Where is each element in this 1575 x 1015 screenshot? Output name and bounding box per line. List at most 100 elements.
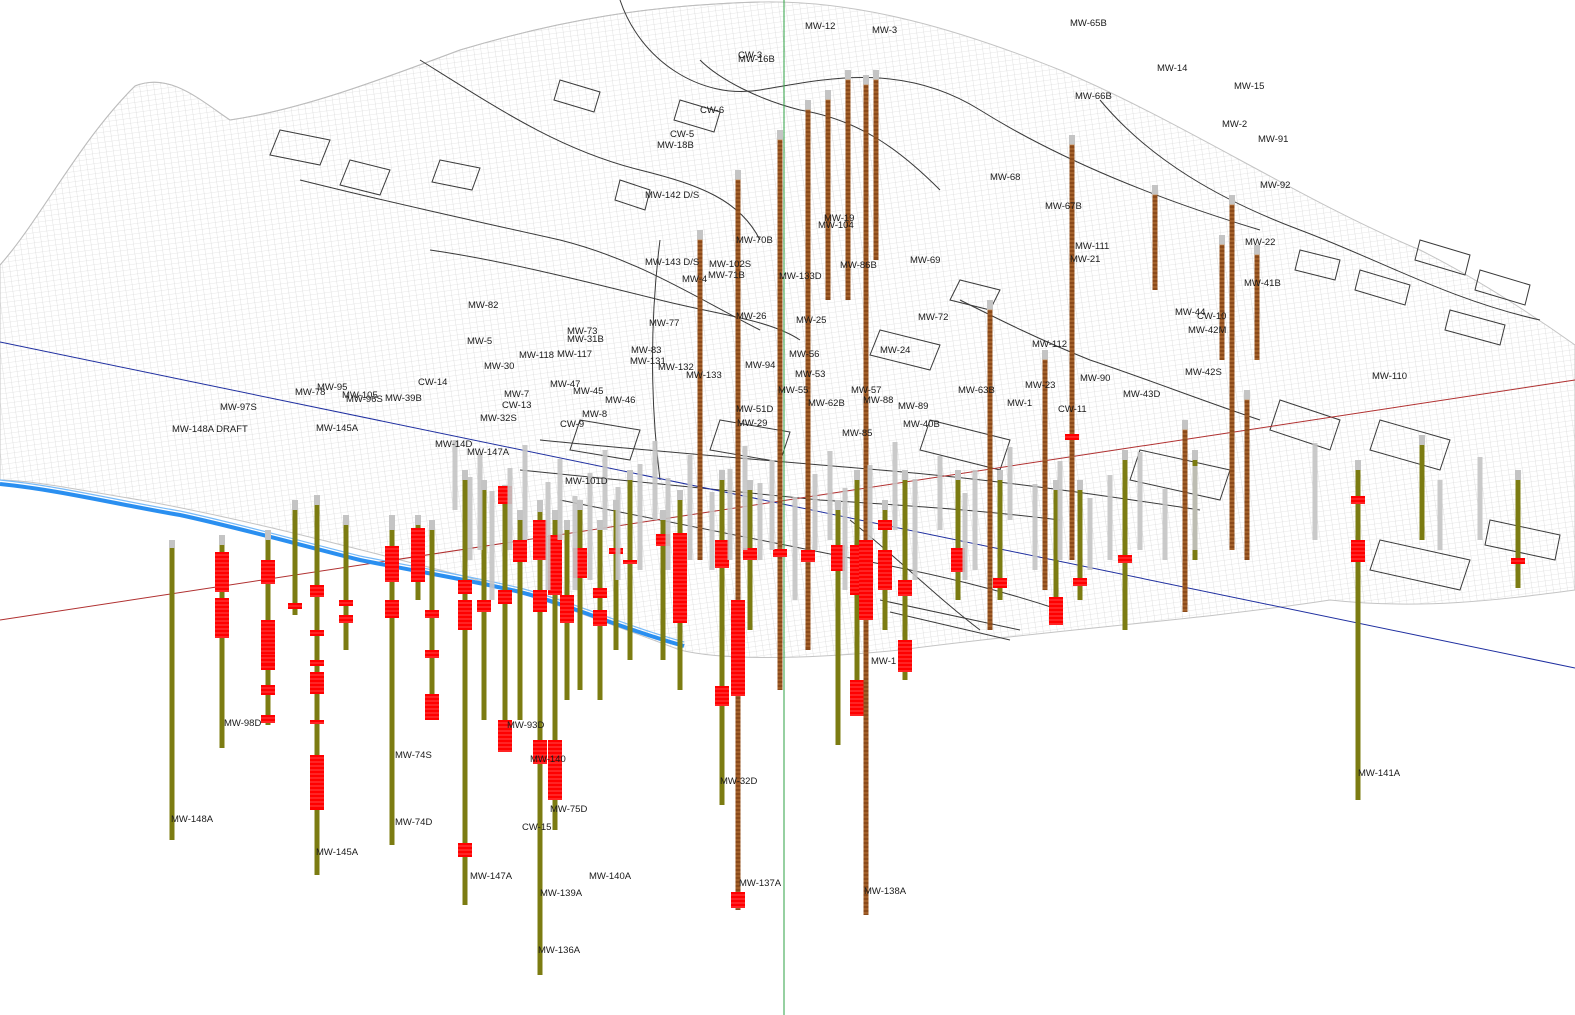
monitoring-well[interactable] [548,510,562,830]
monitoring-well[interactable] [623,470,637,660]
well-casing [1042,350,1048,360]
well-label: MW-21 [1070,254,1100,265]
monitoring-well[interactable] [1118,450,1132,630]
monitoring-well[interactable] [1254,245,1260,360]
well-shaft [777,140,783,690]
monitoring-well[interactable] [878,500,892,630]
monitoring-well[interactable] [697,230,703,560]
well-label: MW-66B [1075,91,1112,102]
well-label: MW-132 [658,362,694,373]
monitoring-well[interactable] [1229,195,1235,550]
well-casing [863,75,869,85]
well-shaft [1229,205,1235,550]
well-casing [997,470,1003,480]
well-label: MW-86B [840,260,877,271]
monitoring-well[interactable] [1511,470,1525,588]
monitoring-well[interactable] [477,480,491,720]
monitoring-well[interactable] [743,480,757,630]
well-label: MW-101D [565,476,608,487]
monitoring-well[interactable] [425,520,439,720]
lower-well-labels: MW-98DMW-74SMW-74DMW-148AMW-145AMW-93DMW… [171,656,1401,956]
well-casing [1053,480,1059,490]
contamination-interval [261,655,275,665]
contamination-interval [533,740,547,764]
contamination-interval [1118,555,1132,563]
monitoring-well[interactable] [1219,235,1225,360]
well-label: MW-136A [538,945,581,956]
monitoring-well[interactable] [731,170,745,910]
well-label: MW-7 [504,389,529,400]
well-label: MW-43D [1123,389,1160,400]
well-casing [873,70,879,80]
monitoring-well[interactable] [873,70,879,260]
well-casing [719,470,725,480]
monitoring-well[interactable] [1065,135,1079,560]
well-casing [1182,420,1188,430]
monitoring-well[interactable] [593,520,607,700]
well-casing-top [742,446,748,550]
contamination-interval [385,600,399,618]
well-casing-top [557,459,563,540]
well-label: MW-74D [395,817,432,828]
well-label: MW-14D [435,439,472,450]
well-casing [882,500,888,510]
well-label: MW-148A DRAFT [172,424,248,435]
well-label: MW-56 [789,349,819,360]
monitoring-well[interactable] [533,500,547,975]
well-casing [902,470,908,480]
monitoring-well[interactable] [715,470,729,805]
monitoring-well[interactable] [1073,480,1087,600]
contamination-interval [425,650,439,658]
monitoring-well[interactable] [1182,420,1188,612]
monitoring-well[interactable] [513,510,527,720]
monitoring-well[interactable] [560,520,574,700]
monitoring-well[interactable] [169,540,175,840]
monitoring-well[interactable] [339,515,353,650]
well-casing [1069,135,1075,145]
well-label: CW-15 [522,822,551,833]
well-label: MW-26 [736,311,766,322]
monitoring-well[interactable] [987,300,993,630]
well-shaft [845,80,851,300]
well-casing-top [477,454,483,550]
well-casing [835,500,841,510]
well-shaft [462,480,468,905]
well-label: MW-4 [682,274,707,285]
monitoring-well[interactable] [1419,435,1425,540]
monitoring-well[interactable] [1042,350,1048,590]
well-casing [845,70,851,80]
monitoring-well[interactable] [773,130,787,690]
monitoring-well[interactable] [458,470,472,905]
monitoring-well[interactable] [215,535,229,748]
contamination-interval [850,680,864,716]
well-label: MW-96S [346,394,383,405]
well-casing [429,520,435,530]
monitoring-well[interactable] [825,90,831,300]
monitoring-well[interactable] [261,530,275,725]
well-shaft [805,110,811,650]
monitoring-well[interactable] [845,70,851,300]
well-label: MW-63B [958,385,995,396]
monitoring-well[interactable] [411,515,425,600]
well-casing-top [1312,443,1318,540]
monitoring-well[interactable] [310,495,324,875]
monitoring-well[interactable] [859,75,873,915]
monitoring-well[interactable] [898,470,912,680]
monitoring-well[interactable] [288,500,302,615]
monitoring-well[interactable] [385,515,399,845]
well-casing [735,170,741,180]
well-label: MW-112 [1032,339,1067,350]
monitoring-well[interactable] [801,100,815,650]
well-casing-top [1477,457,1483,540]
monitoring-well[interactable] [1049,480,1063,625]
monitoring-well[interactable] [993,470,1007,600]
well-casing-top [1057,461,1063,560]
monitoring-well[interactable] [1244,390,1250,560]
monitoring-well[interactable] [1152,185,1158,290]
monitoring-well[interactable] [1351,460,1365,800]
well-label: MW-104 [818,220,854,231]
monitoring-well[interactable] [673,490,687,690]
well-shaft [1122,460,1128,630]
well-casing [265,530,271,540]
